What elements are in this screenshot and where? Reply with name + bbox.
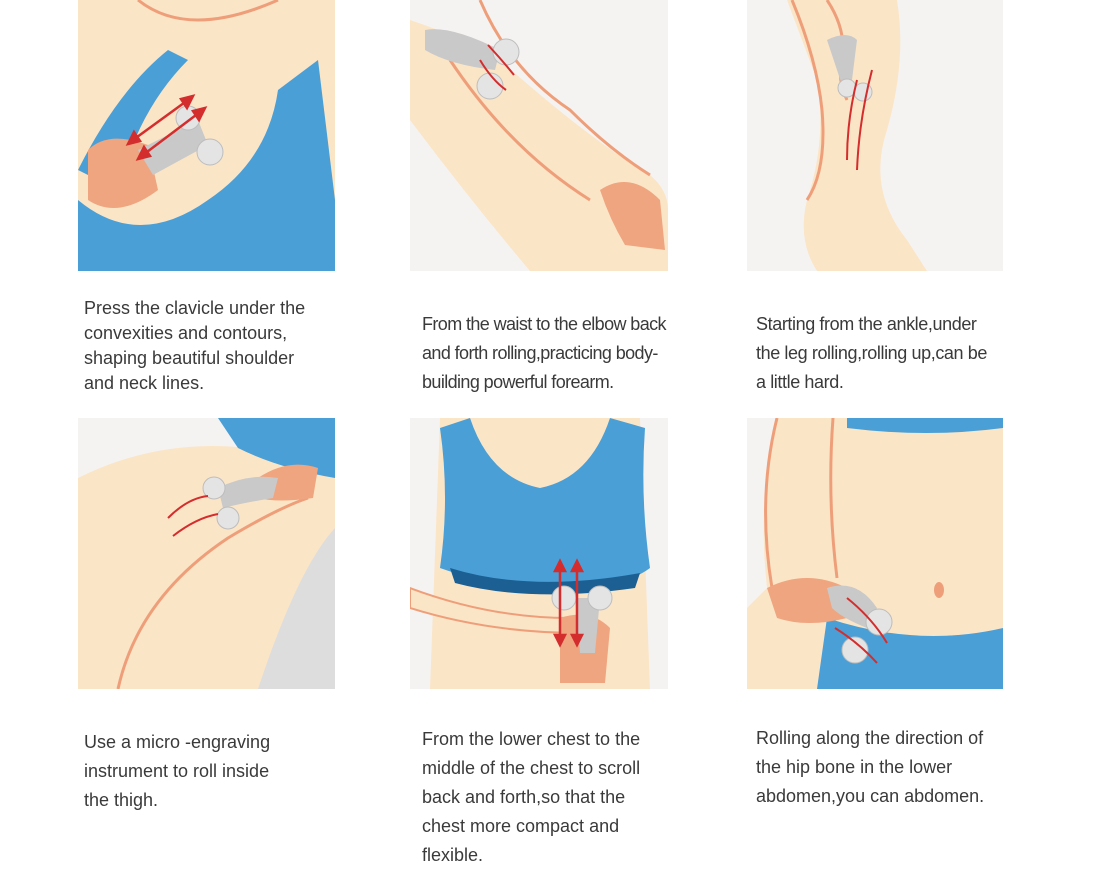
- leg-outline: [790, 0, 825, 201]
- hand-icon: [600, 182, 665, 250]
- sports-bra: [440, 418, 650, 589]
- neck-line: [137, 0, 279, 22]
- caption-clavicle: Press the clavicle under the convexities…: [84, 298, 306, 393]
- illustration-forearm: [410, 0, 668, 271]
- illustration-leg: [747, 0, 1003, 271]
- illustration-clavicle: [78, 0, 335, 271]
- body-outline: [829, 418, 839, 579]
- leg-area: [787, 0, 927, 271]
- roller-ball-icon: [841, 636, 869, 664]
- arm-area: [410, 20, 668, 271]
- roller-ball-icon: [202, 476, 226, 500]
- roller-ball-icon: [587, 585, 613, 611]
- roller-handle: [425, 29, 500, 71]
- thigh-outline: [116, 496, 309, 689]
- background: [747, 418, 777, 608]
- caption-abdomen: Rolling along the direction of the hip b…: [756, 728, 985, 806]
- bra-band: [450, 568, 640, 595]
- caption-forearm: From the waist to the elbow back and for…: [422, 314, 667, 392]
- illustration-abdomen: [747, 418, 1003, 689]
- arm-outline: [478, 0, 651, 177]
- tank-top: [78, 60, 335, 271]
- illustration-chest: [410, 418, 668, 689]
- roller-ball-icon: [492, 38, 520, 66]
- caption-thigh: Use a micro -engraving instrument to rol…: [84, 732, 271, 810]
- roller-ball-icon: [196, 138, 224, 166]
- shorts: [218, 418, 335, 478]
- arrow-icon: [846, 69, 873, 171]
- roller-handle: [827, 585, 877, 628]
- caption-leg: Starting from the ankle,under the leg ro…: [756, 314, 987, 392]
- arrow-icon: [834, 597, 888, 664]
- roller-handle: [218, 476, 278, 508]
- shadow: [258, 528, 335, 689]
- arm-outline: [448, 59, 591, 202]
- hand-icon: [767, 578, 847, 623]
- arrow-icon: [479, 44, 515, 91]
- arrow-icon: [552, 558, 585, 648]
- roller-handle: [138, 120, 208, 175]
- illustration-thigh: [78, 418, 335, 689]
- roller-ball-icon: [853, 82, 873, 102]
- navel: [934, 582, 944, 598]
- roller-ball-icon: [865, 608, 893, 636]
- roller-ball-icon: [216, 506, 240, 530]
- roller-ball-icon: [551, 585, 577, 611]
- caption-chest: From the lower chest to the middle of th…: [422, 729, 641, 865]
- arm-outline: [764, 418, 779, 589]
- roller-ball-icon: [476, 72, 504, 100]
- pants: [817, 618, 1003, 689]
- arrow-icon: [167, 495, 219, 537]
- top-clothing: [847, 418, 1003, 433]
- arrow-icon: [125, 94, 208, 161]
- roller-handle: [827, 35, 857, 85]
